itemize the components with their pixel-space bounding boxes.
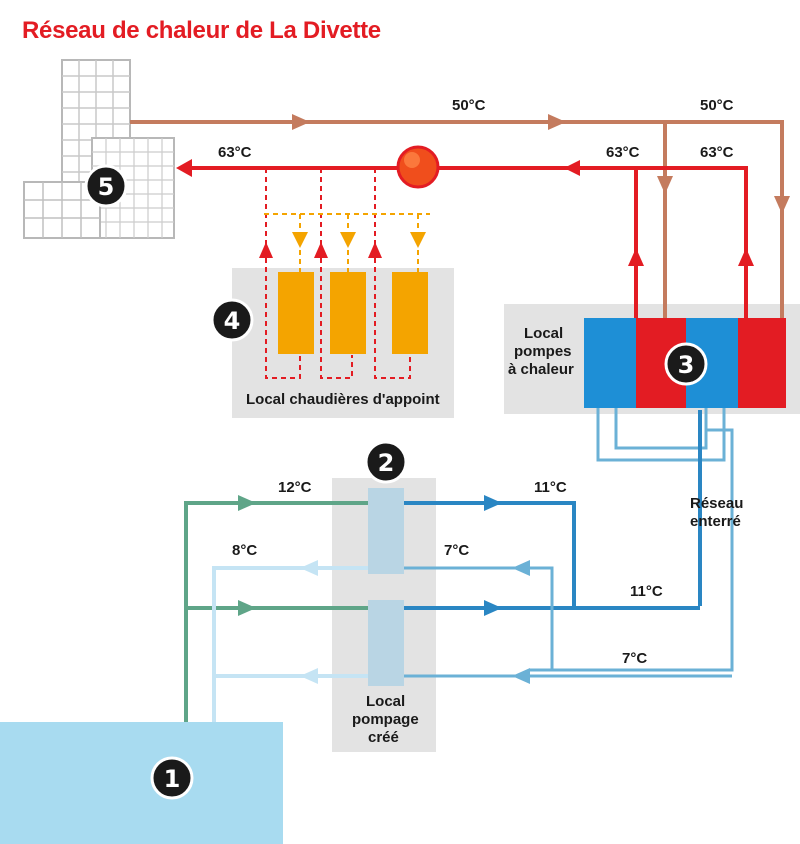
svg-text:1: 1 xyxy=(164,765,181,793)
svg-text:4: 4 xyxy=(224,307,241,335)
circulation-pump-icon xyxy=(396,145,440,189)
supply-pipe-63c xyxy=(176,159,754,320)
intake-pipes-12c xyxy=(184,495,368,722)
heat-pumps xyxy=(584,318,786,408)
temp-label: 11°C xyxy=(630,583,663,600)
buildings-icon xyxy=(23,59,175,239)
temp-label: 63°C xyxy=(700,144,734,161)
temp-label: 50°C xyxy=(452,97,486,114)
temp-label: 8°C xyxy=(232,542,257,559)
marker-4: 4 xyxy=(210,298,254,342)
svg-text:5: 5 xyxy=(98,173,115,201)
temp-label: 7°C xyxy=(444,542,469,559)
temp-label: 63°C xyxy=(606,144,640,161)
svg-text:3: 3 xyxy=(678,351,695,379)
temp-label: 12°C xyxy=(278,479,312,496)
boiler-1 xyxy=(278,272,314,354)
diagram-title: Réseau de chaleur de La Divette xyxy=(22,17,381,44)
temp-label: 63°C xyxy=(218,144,252,161)
heat-exchanger-1 xyxy=(368,488,404,574)
return-pipes-7c xyxy=(404,560,732,684)
boiler-connections xyxy=(259,168,430,379)
boiler-room-label: Local chaudières d'appoint xyxy=(246,391,440,408)
pumping-room-label: Local xyxy=(366,693,405,710)
temp-label: 50°C xyxy=(700,97,734,114)
temp-label: 11°C xyxy=(534,479,567,496)
return-pipes-8c xyxy=(212,560,368,722)
buried-network-label: Réseau xyxy=(690,495,743,512)
pumping-room-label: pompage xyxy=(352,711,419,728)
marker-3: 3 xyxy=(664,342,708,386)
heat-pump-room-label: pompes xyxy=(514,343,572,360)
boiler-3 xyxy=(392,272,428,354)
heat-pump-collector xyxy=(530,408,734,672)
boiler-2 xyxy=(330,272,366,354)
temp-label: 7°C xyxy=(622,650,647,667)
buried-network-label: enterré xyxy=(690,513,741,530)
heat-pump-room-label: à chaleur xyxy=(508,361,574,378)
marker-2: 2 xyxy=(364,440,408,484)
return-pipe-50c xyxy=(130,114,790,320)
heat-pump-room-label: Local xyxy=(524,325,563,342)
marker-1: 1 xyxy=(150,756,194,800)
lake xyxy=(0,722,283,844)
marker-5: 5 xyxy=(84,164,128,208)
pumping-room-label: créé xyxy=(368,729,399,746)
heat-exchanger-2 xyxy=(368,600,404,686)
svg-text:2: 2 xyxy=(378,449,395,477)
